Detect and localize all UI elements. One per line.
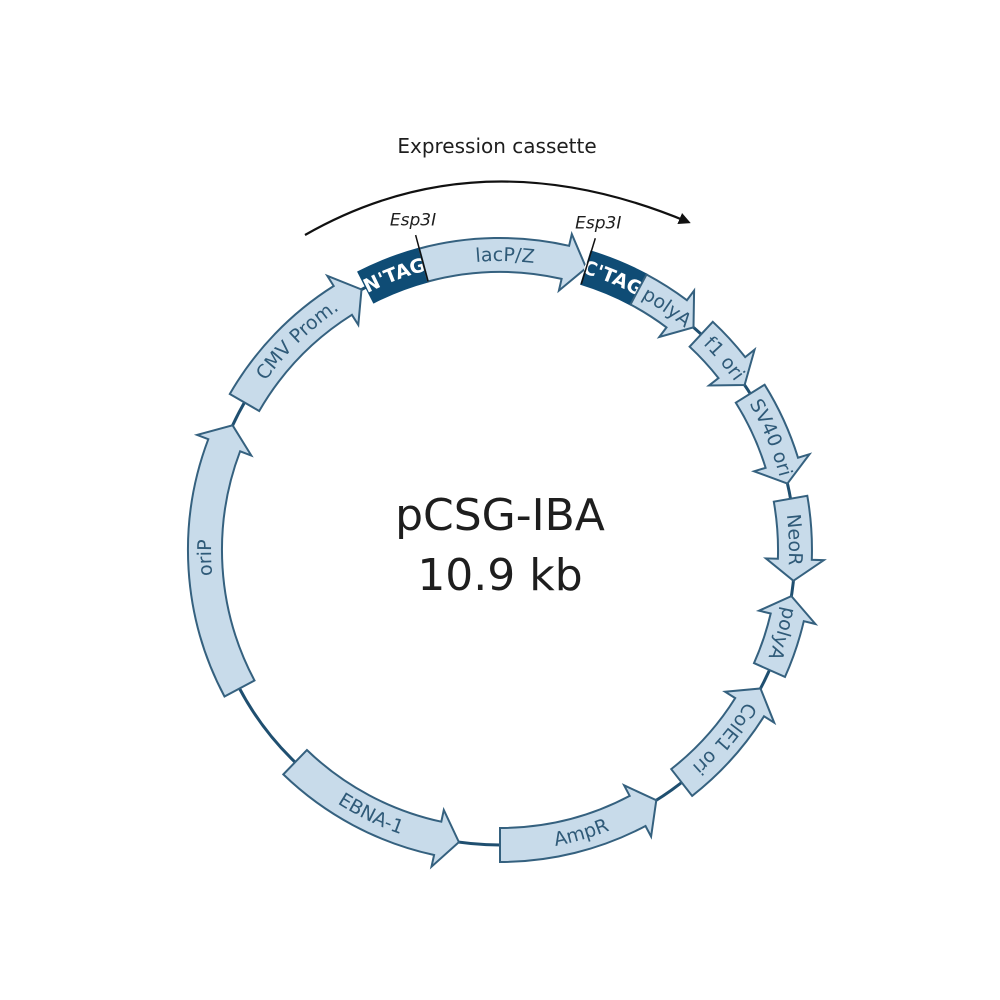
feature-arrow [669, 687, 777, 798]
feature-orip: oriP [186, 424, 256, 698]
feature-label: oriP [194, 539, 217, 577]
site-tick [580, 238, 597, 285]
feature-arrow [734, 383, 813, 485]
feature-arrow [688, 320, 757, 387]
site-label: Esp3I [575, 214, 621, 234]
site-group: Esp3I Esp3I [390, 210, 621, 285]
site-tick [414, 234, 429, 282]
expression-cassette-group: Expression cassette [304, 134, 691, 236]
feature-arrow [752, 594, 819, 679]
feature-polya-2: polyA [752, 594, 819, 679]
feature-sv40-ori: SV40 ori [734, 383, 813, 485]
plasmid-name: pCSG-IBA [395, 490, 605, 541]
feature-arrow [281, 748, 461, 870]
feature-cole1-ori: ColE1 ori [669, 687, 777, 798]
feature-arrow [186, 424, 256, 698]
plasmid-size: 10.9 kb [417, 550, 582, 601]
feature-ampr: AmpR [499, 783, 658, 864]
restriction-site: Esp3I [390, 210, 436, 282]
feature-arrow [228, 273, 363, 413]
feature-ebna-1: EBNA-1 [281, 748, 461, 870]
site-label: Esp3I [390, 210, 436, 230]
feature-label: CMV Prom. [252, 296, 342, 385]
restriction-site: Esp3I [575, 214, 621, 285]
feature-arrow [499, 783, 658, 864]
feature-lacpz: lacP/Z [417, 230, 588, 294]
feature-cmv-prom: CMV Prom. [228, 273, 363, 413]
feature-label: NeoR [782, 513, 806, 566]
cassette-label: Expression cassette [397, 134, 596, 158]
feature-arrow [629, 273, 696, 339]
feature-label: lacP/Z [475, 244, 536, 268]
cassette-arrow [304, 180, 691, 236]
feature-neor: NeoR [762, 494, 827, 583]
feature-arrow [762, 494, 827, 583]
